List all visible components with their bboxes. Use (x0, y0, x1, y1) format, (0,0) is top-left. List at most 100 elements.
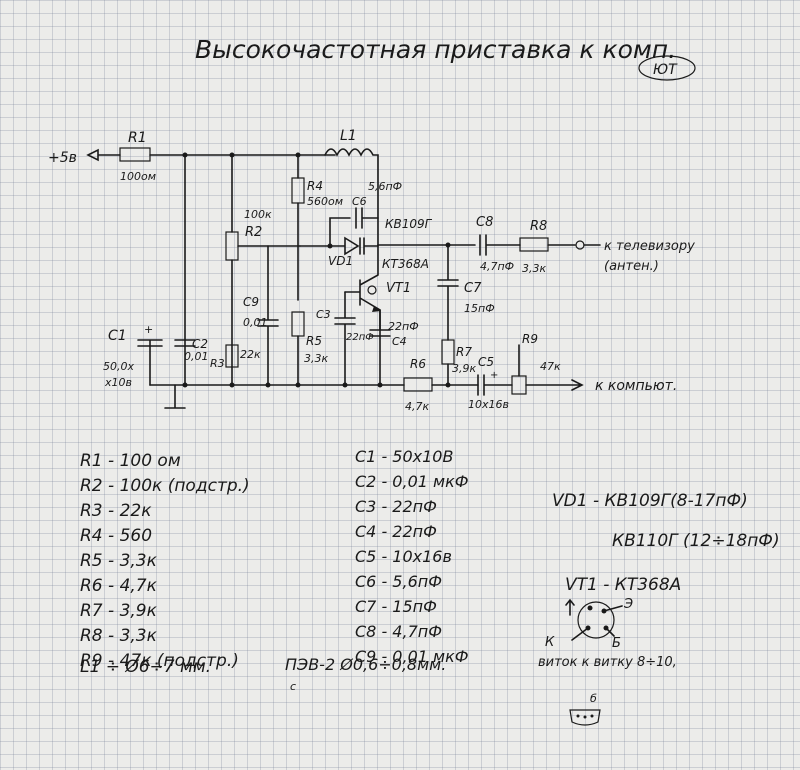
c6-label: C6 (352, 195, 367, 208)
r6-resistor (403, 377, 433, 392)
output-computer: к компьют. (595, 378, 677, 394)
r8-resistor (519, 237, 549, 252)
c7-label: C7 (464, 281, 482, 296)
turns-note: виток к витку 8÷10, (538, 655, 677, 670)
r3-label: R3 (210, 357, 225, 370)
output-tv-antenna: (антен.) (604, 259, 659, 274)
part-c2: C2 - 0,01 мкФ (355, 472, 469, 491)
vd1-part: КВ109Г (385, 217, 433, 231)
r1-value: 100ом (120, 170, 156, 183)
part-r8: R8 - 3,3к (80, 626, 158, 646)
c3-label: C3 (316, 308, 331, 321)
r6-label: R6 (410, 357, 426, 371)
r1-label: R1 (128, 130, 147, 146)
r8-label: R8 (530, 219, 547, 234)
pin-collector-label: К (545, 635, 555, 650)
transistor-pinout: Э К Б (545, 597, 633, 651)
r9-label: R9 (522, 332, 538, 346)
c1-label: C1 (108, 328, 127, 344)
part-c8: C8 - 4,7пФ (355, 622, 442, 641)
r2-resistor (225, 231, 239, 261)
output-tv: к телевизору (604, 239, 695, 254)
part-r9: R9 - 47к (подстр.) (80, 651, 239, 671)
r7-resistor (441, 339, 455, 365)
part-c6: C6 - 5,6пФ (355, 572, 442, 591)
pinout-body (577, 601, 615, 639)
footnote-mark: б (590, 692, 597, 705)
part-r1: R1 - 100 ом (80, 451, 181, 471)
r4-resistor (291, 177, 305, 204)
c8-value: 4,7пФ (480, 260, 514, 273)
vd1-diode (299, 236, 379, 256)
part-c1: C1 - 50х10В (355, 447, 453, 466)
c1-plus: + (144, 323, 153, 336)
c5-value: 10х16в (468, 398, 509, 411)
pin-emitter-label: Э (623, 597, 633, 612)
r4-value: 560ом (307, 195, 343, 208)
l1-label: L1 (340, 128, 357, 144)
package-sketch: б (569, 692, 601, 726)
capacitor-list: C1 - 50х10В C2 - 0,01 мкФ C3 - 22пФ C4 -… (355, 447, 469, 666)
c3-capacitor (334, 291, 356, 386)
c6-value: 5,6пФ (368, 180, 402, 193)
r5-resistor (291, 311, 305, 337)
c4-label: C4 (392, 335, 407, 348)
part-c5: C5 - 10х16в (355, 547, 452, 566)
title: Высокочастотная приставка к комп. (195, 35, 676, 64)
vt1-transistor (344, 244, 381, 386)
r3-resistor (225, 344, 239, 368)
r3-value: 22к (240, 348, 261, 361)
c1-value: 50,0х (103, 360, 134, 373)
vd1-alt-note: КВ110Г (12÷18пФ) (612, 531, 780, 551)
r5-value: 3,3к (304, 352, 328, 365)
supply-label: +5в (48, 150, 77, 166)
part-r2: R2 - 100к (подстр.) (80, 476, 250, 496)
ground-symbol (164, 384, 186, 409)
r2-value: 100к (244, 208, 272, 221)
c9-capacitor (257, 245, 279, 386)
r9-resistor (511, 375, 527, 395)
part-c4: C4 - 22пФ (355, 522, 437, 541)
c9-label: C9 (243, 295, 259, 309)
r6-value: 4,7к (405, 400, 429, 413)
part-r5: R5 - 3,3к (80, 551, 158, 571)
c7-value: 15пФ (464, 302, 495, 315)
badge-circle (638, 55, 696, 81)
c3-value: 22пФ (346, 332, 374, 343)
part-r3: R3 - 22к (80, 501, 152, 521)
extra-mark: с (290, 680, 296, 693)
c1-voltage: х10в (104, 376, 132, 389)
r8-value: 3,3к (522, 262, 546, 275)
r5-label: R5 (306, 334, 322, 348)
tv-terminal (575, 240, 585, 250)
r7-value: 3,9к (452, 362, 476, 375)
c8-capacitor (377, 234, 521, 256)
c5-plus: + (490, 370, 498, 381)
c1-capacitor (137, 154, 186, 386)
r1-resistor (119, 147, 151, 162)
c8-label: C8 (476, 215, 493, 230)
c4-capacitor (369, 309, 391, 337)
vt1-part: КТ368А (382, 257, 429, 271)
vd1-label: VD1 (328, 254, 353, 268)
c2-value: 0,01 (184, 350, 209, 363)
badge: ЮТ (653, 62, 678, 78)
part-r6: R6 - 4,7к (80, 576, 158, 596)
c7-capacitor (437, 244, 459, 341)
supply-arrow (86, 148, 121, 162)
c5-capacitor (477, 374, 513, 396)
c2-label: C2 (192, 337, 208, 351)
coil-note: L1 ÷ Ø6÷7 мм. (80, 657, 211, 677)
part-r7: R7 - 3,9к (80, 601, 158, 621)
c6-capacitor (329, 207, 379, 246)
part-c3: C3 - 22пФ (355, 497, 437, 516)
vt1-label: VT1 (386, 281, 411, 296)
part-c9: C9 - 0,01 мкФ (355, 647, 469, 666)
vd1-note: VD1 - КВ109Г(8-17пФ) (552, 491, 748, 511)
c5-label: C5 (478, 355, 494, 369)
r2-label: R2 (245, 225, 262, 240)
r9-wiper (518, 344, 584, 391)
resistor-list: R1 - 100 ом R2 - 100к (подстр.) R3 - 22к… (80, 451, 250, 671)
